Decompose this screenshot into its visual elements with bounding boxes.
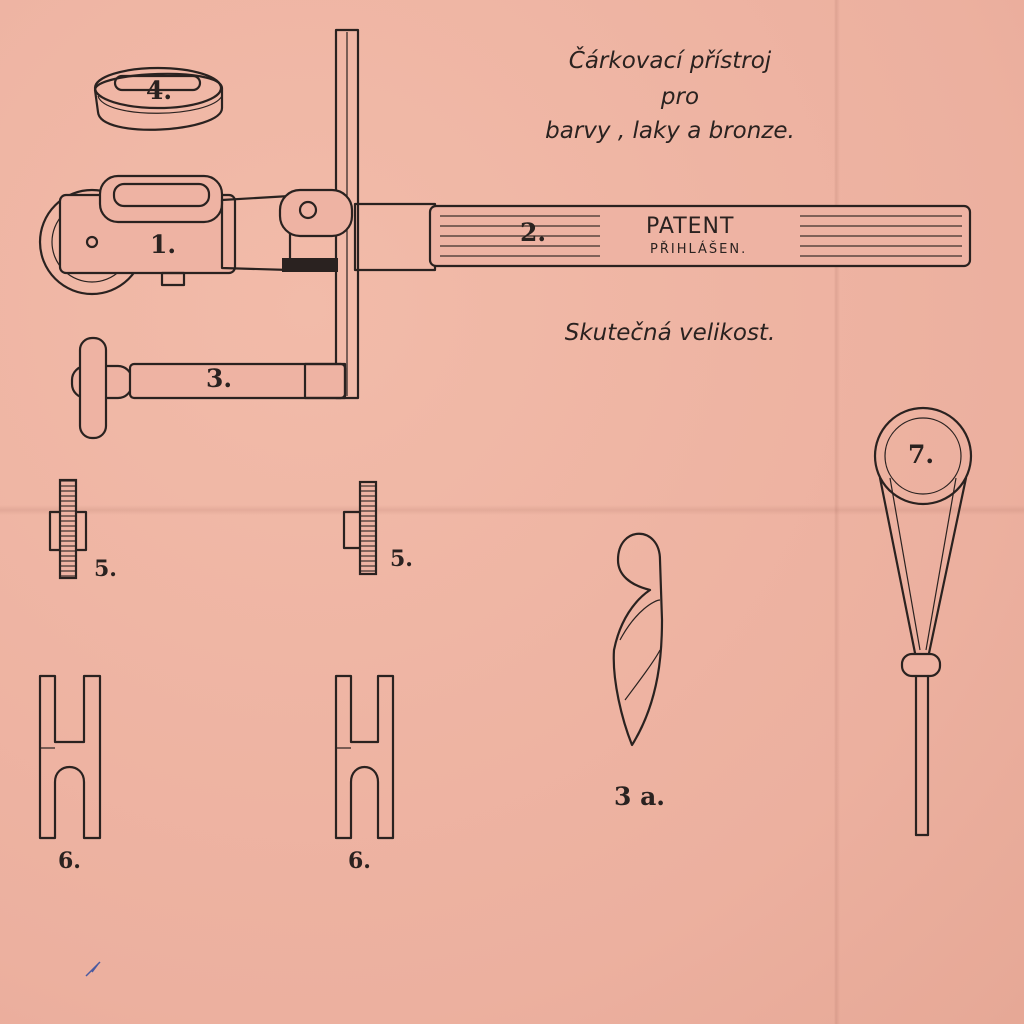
- part-4-cap: [93, 66, 224, 131]
- title-line-3: barvy , laky a bronze.: [545, 118, 795, 144]
- label-part-6-left: 6.: [58, 848, 81, 874]
- patent-stamp-line-2: PŘIHLÁŠEN.: [650, 242, 748, 257]
- label-part-5-left: 5.: [94, 556, 117, 582]
- patent-stamp-line-1: PATENT: [646, 214, 735, 239]
- part-1-head: [38, 174, 354, 296]
- pen-mark: [85, 961, 101, 977]
- label-part-3: 3.: [206, 364, 233, 393]
- label-part-4: 4.: [146, 76, 173, 105]
- label-part-3a: 3 a.: [614, 782, 666, 811]
- part-3a-spiral: [612, 532, 664, 747]
- part-5-gear-left: [48, 478, 88, 580]
- part-2-handle: [353, 202, 972, 272]
- label-part-2: 2.: [520, 218, 547, 247]
- label-part-7: 7.: [908, 440, 935, 469]
- scale-caption: Skutečná velikost.: [564, 320, 776, 346]
- part-7-loop: [873, 406, 973, 837]
- title-line-2: pro: [660, 84, 700, 110]
- part-6-fork-right: [334, 674, 395, 840]
- label-part-5-right: 5.: [390, 546, 413, 572]
- part-6-fork-left: [38, 674, 102, 840]
- part-3-pin: [70, 336, 347, 440]
- part-5-gear-right: [342, 480, 378, 576]
- title-line-1: Čárkovací přístroj: [568, 48, 772, 74]
- label-part-6-right: 6.: [348, 848, 371, 874]
- label-part-1: 1.: [150, 230, 177, 259]
